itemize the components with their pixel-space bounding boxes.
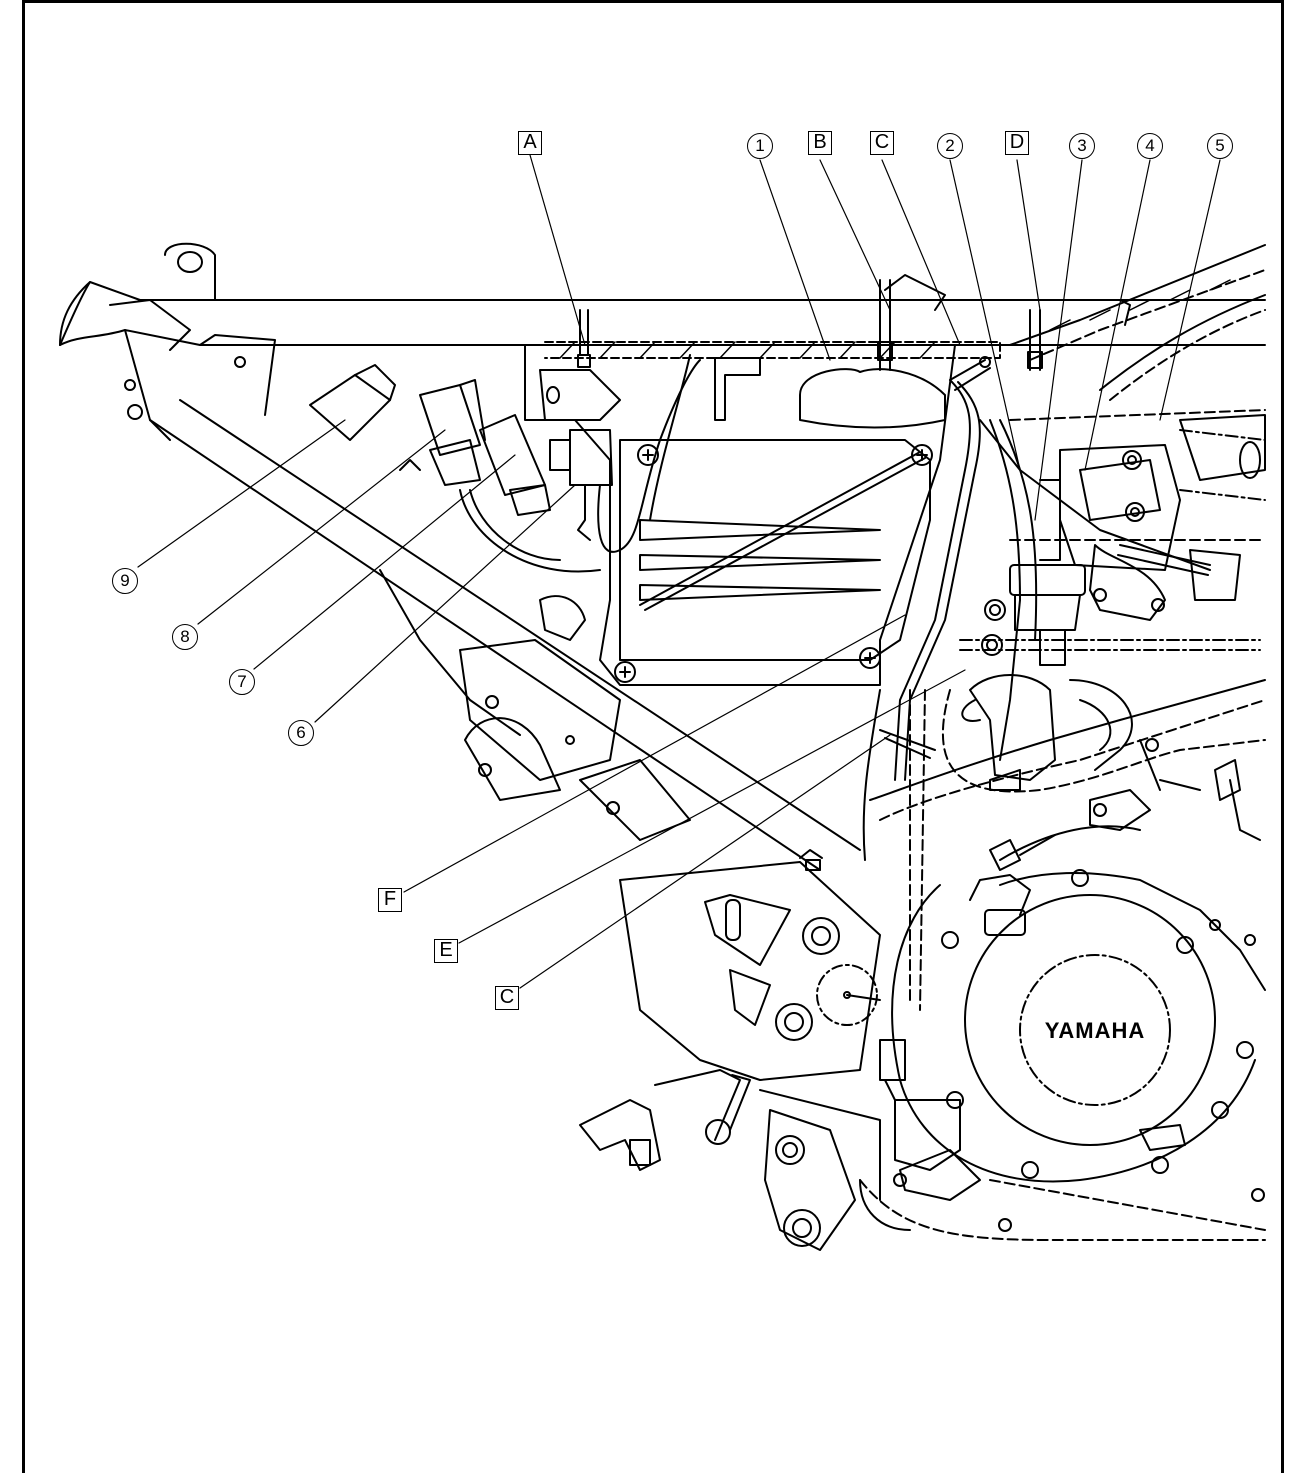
callout-7: 7	[229, 669, 255, 695]
callout-5: 5	[1207, 133, 1233, 159]
cables	[862, 294, 1266, 1011]
callout-e: E	[434, 939, 458, 963]
harness-hatch	[544, 244, 1266, 361]
callout-b: B	[808, 131, 832, 155]
footpeg-bracket	[619, 849, 881, 1081]
callout-6: 6	[288, 720, 314, 746]
leader-lines	[137, 154, 1221, 989]
callout-2: 2	[937, 133, 963, 159]
callout-9: 9	[112, 568, 138, 594]
engine-brand-text: YAMAHA	[1045, 1018, 1146, 1043]
engine-case	[891, 738, 1266, 1232]
clamps-top	[577, 274, 1043, 391]
callout-c-bottom: C	[495, 986, 519, 1010]
reservoir	[959, 564, 1261, 791]
callout-1: 1	[747, 133, 773, 159]
callout-f: F	[378, 888, 402, 912]
callout-a: A	[518, 131, 542, 155]
engine-hidden-lines	[859, 409, 1266, 1241]
callout-3: 3	[1069, 133, 1095, 159]
callout-8: 8	[172, 624, 198, 650]
electrical-connectors	[309, 354, 701, 573]
callout-d: D	[1005, 131, 1029, 155]
frame-down-tube	[149, 399, 861, 871]
lower-frame	[579, 1039, 981, 1251]
callout-c-top: C	[870, 131, 894, 155]
side-panel	[524, 344, 956, 686]
throttle-body	[1039, 414, 1266, 621]
callout-4: 4	[1137, 133, 1163, 159]
frame-main-rail	[59, 242, 1266, 441]
diagram-frame	[22, 0, 1284, 1473]
